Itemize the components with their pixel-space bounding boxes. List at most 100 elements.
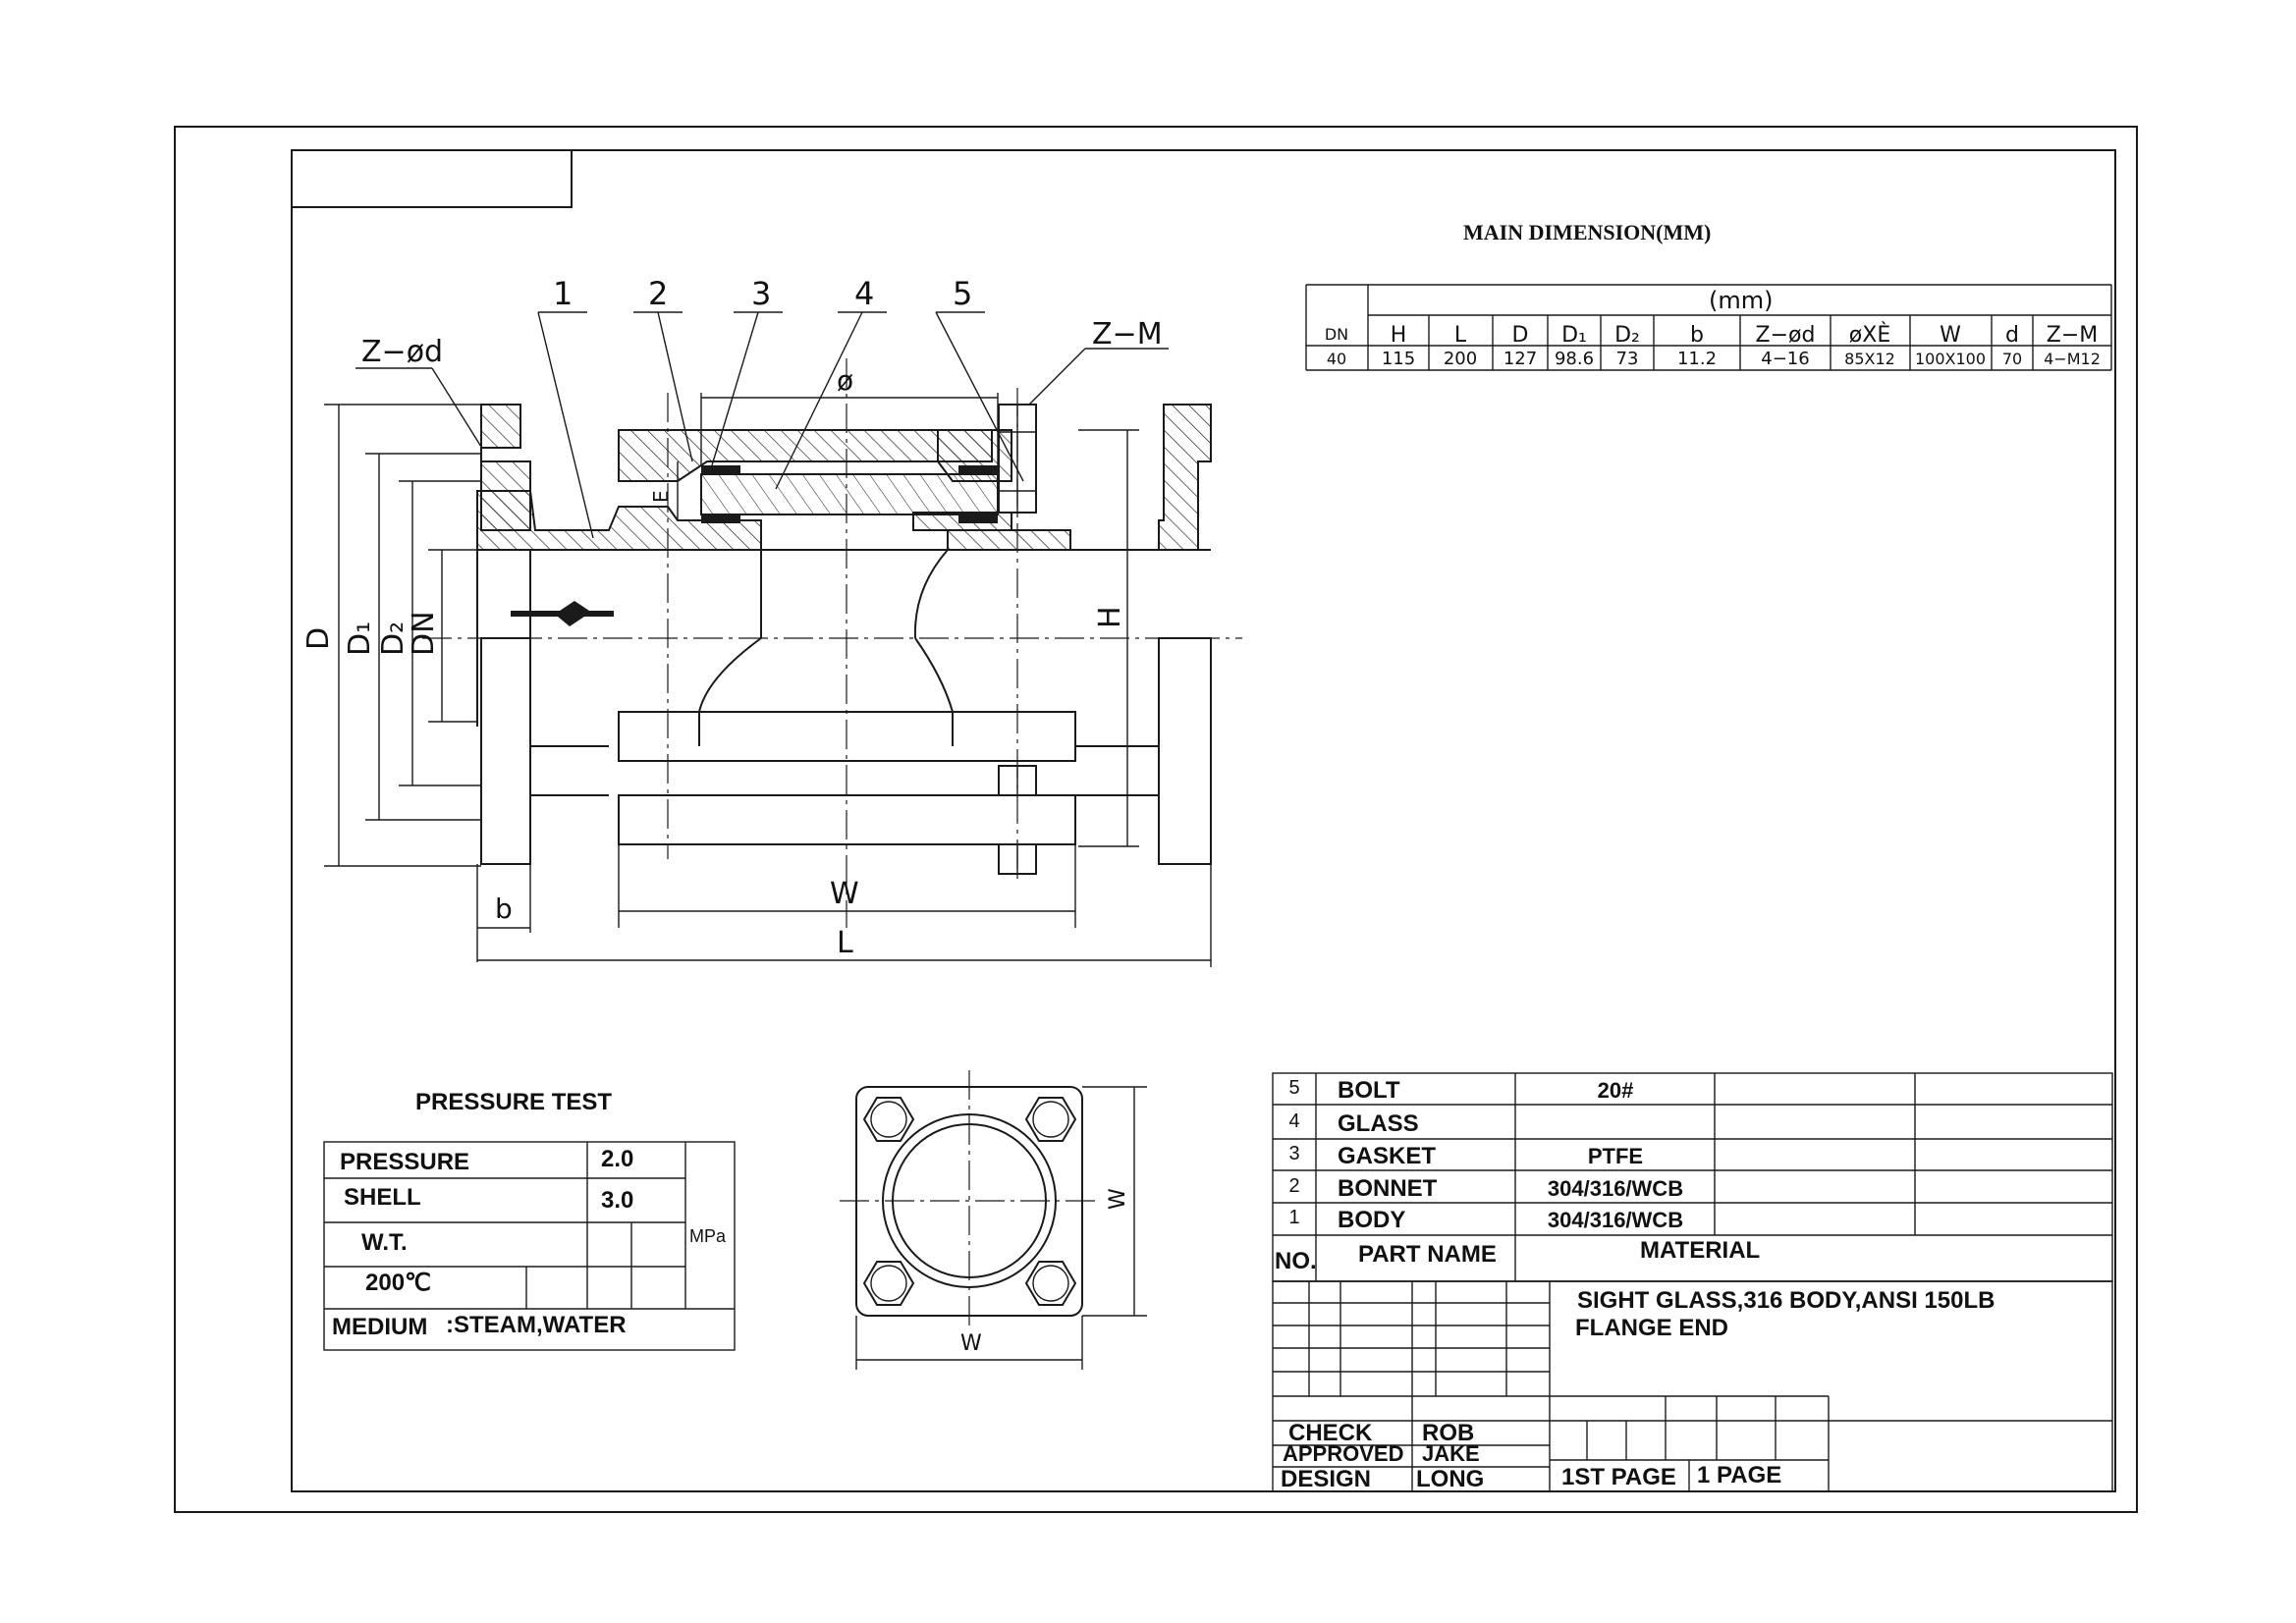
- part-name: BONNET: [1338, 1175, 1438, 1202]
- part-material: 304/316/WCB: [1548, 1176, 1683, 1201]
- page-label: 1ST PAGE: [1561, 1464, 1676, 1490]
- gasket-upper-right: [958, 465, 998, 474]
- title-line-1: SIGHT GLASS,316 BODY,ANSI 150LB: [1577, 1287, 1995, 1314]
- label-w-bottom: W: [960, 1331, 982, 1356]
- bottom-plate-lower: [618, 794, 1076, 845]
- left-flange-lower: [480, 637, 531, 865]
- dimension-value-cell: 98.6: [1555, 349, 1594, 369]
- glass-pane: [700, 473, 999, 515]
- label-phi: ø: [837, 364, 853, 397]
- label-d: D: [301, 627, 336, 650]
- dimension-value-cell: 4−16: [1761, 349, 1809, 369]
- body-upper-right: [947, 529, 1071, 551]
- label-h: H: [1093, 606, 1127, 628]
- dimension-header-cell: H: [1391, 323, 1407, 348]
- inner-border: [291, 149, 2116, 1492]
- dimension-value-cell: 100X100: [1915, 350, 1986, 368]
- design-label: DESIGN: [1281, 1466, 1371, 1492]
- dimension-value-cell: 70: [2002, 350, 2022, 368]
- label-l: L: [837, 926, 853, 960]
- approved-name: JAKE: [1422, 1441, 1480, 1466]
- part-no: 3: [1288, 1143, 1299, 1164]
- design-name: LONG: [1416, 1466, 1484, 1492]
- callout-5: 5: [953, 275, 972, 312]
- dimension-value-cell: 40: [1327, 350, 1346, 368]
- part-no: 1: [1288, 1207, 1299, 1228]
- shell-label: SHELL: [344, 1184, 421, 1211]
- part-no: 4: [1288, 1110, 1299, 1132]
- right-flange-lower: [1158, 637, 1212, 865]
- outer-border: [174, 126, 2138, 1513]
- dimension-unit: (mm): [1709, 287, 1773, 314]
- gasket-upper-left: [701, 465, 740, 474]
- section-labels: 1 2 3 4 5 Z−M Z−ød ø E D D₁ D₂ DN H b W …: [301, 275, 1163, 960]
- label-d1: D₁: [343, 622, 377, 656]
- dimension-value-cell: 4−M12: [2044, 350, 2101, 368]
- dimension-value-cell: 11.2: [1677, 349, 1717, 369]
- part-name: GASKET: [1338, 1143, 1436, 1169]
- check-label: CHECK: [1288, 1420, 1373, 1446]
- label-w: W: [830, 877, 859, 911]
- bolt-head-icon: [862, 1097, 915, 1142]
- temp-label: 200℃: [365, 1270, 431, 1296]
- gasket-lower-left: [701, 514, 740, 523]
- dimension-values: 40 115 200 127 98.6 73 11.2 4−16 85X12 100X100 70 4…: [1327, 349, 2101, 369]
- medium-value: :STEAM,WATER: [446, 1312, 627, 1338]
- dimension-value-cell: 115: [1382, 349, 1415, 369]
- pages-label: 1 PAGE: [1697, 1462, 1781, 1488]
- dimension-value-cell: 200: [1444, 349, 1477, 369]
- unit-mpa: MPa: [689, 1226, 727, 1246]
- pressure-label: PRESSURE: [340, 1149, 469, 1175]
- medium-label: MEDIUM: [332, 1314, 427, 1340]
- top-view: W W: [840, 1070, 1147, 1370]
- pressure-value: 2.0: [601, 1146, 633, 1172]
- right-flange-upper: [1158, 404, 1212, 551]
- label-e: E: [649, 490, 673, 503]
- parts-header-no: NO.: [1275, 1248, 1317, 1274]
- dimension-value-cell: 127: [1503, 349, 1537, 369]
- pressure-test-table: PRESSURE TEST PRESSURE 2.0 SHELL 3.0 MPa…: [323, 1089, 736, 1351]
- dimension-value-cell: 85X12: [1844, 350, 1895, 368]
- label-z-m: Z−M: [1092, 317, 1163, 352]
- dimension-header-cell: b: [1690, 323, 1704, 348]
- dimension-value-cell: 73: [1616, 349, 1639, 369]
- parts-header-name: PART NAME: [1358, 1241, 1497, 1268]
- dimension-title: MAIN DIMENSION(MM): [1463, 220, 1711, 244]
- part-name: GLASS: [1338, 1110, 1419, 1137]
- part-no: 5: [1288, 1077, 1299, 1099]
- dimension-header-cell: L: [1454, 323, 1467, 348]
- corner-box: [291, 149, 573, 208]
- flow-arrow-icon: [511, 601, 614, 626]
- dimension-header-cell: Z−M: [2047, 323, 2099, 348]
- dimension-header-cell: Z−ød: [1756, 323, 1816, 348]
- title-line-2: FLANGE END: [1575, 1315, 1728, 1341]
- dimension-header-cell: d: [2005, 323, 2019, 348]
- dimension-header-cell: D: [1512, 323, 1529, 348]
- parts-header-material: MATERIAL: [1640, 1237, 1760, 1264]
- check-name: ROB: [1422, 1420, 1474, 1446]
- title-block: SIGHT GLASS,316 BODY,ANSI 150LB FLANGE E…: [1272, 1280, 2113, 1492]
- label-b: b: [495, 893, 513, 925]
- part-no: 2: [1288, 1175, 1299, 1197]
- section-view: [324, 311, 1242, 967]
- part-material: 304/316/WCB: [1548, 1208, 1683, 1232]
- label-z-d: Z−ød: [361, 335, 443, 369]
- callout-4: 4: [854, 275, 874, 312]
- part-name: BOLT: [1338, 1077, 1400, 1104]
- dimension-header-cell: D₂: [1614, 323, 1640, 348]
- label-d2: D₂: [376, 622, 410, 656]
- part-material: PTFE: [1588, 1144, 1643, 1168]
- label-w-side: W: [1106, 1188, 1130, 1210]
- dimension-header-cell: DN: [1325, 325, 1348, 344]
- part-name: BODY: [1338, 1207, 1405, 1233]
- callout-2: 2: [648, 275, 668, 312]
- wt-label: W.T.: [361, 1229, 408, 1256]
- shell-value: 3.0: [601, 1187, 633, 1214]
- pressure-test-title: PRESSURE TEST: [415, 1089, 612, 1115]
- callout-1: 1: [553, 275, 573, 312]
